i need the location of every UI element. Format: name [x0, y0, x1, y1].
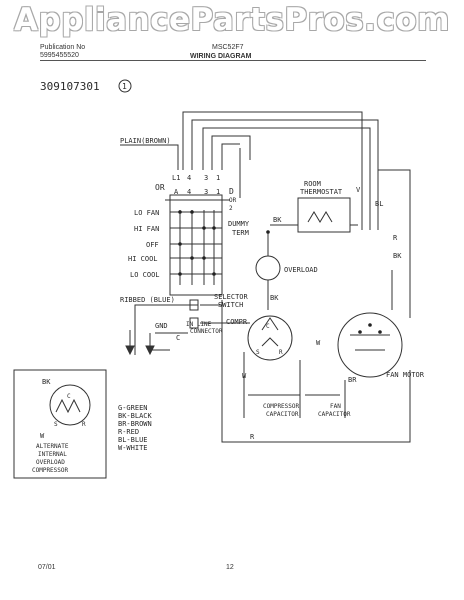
- label-l1: L1: [172, 174, 180, 182]
- alternate-line-1: ALTERNATE: [36, 443, 69, 450]
- legend-black: BK-BLACK: [118, 412, 153, 420]
- label-term: TERM: [232, 229, 249, 237]
- revision-circle: [118, 79, 132, 93]
- header-rule: [40, 60, 426, 61]
- label-terminal-d: D: [229, 187, 234, 196]
- label-connector: CONNECTOR: [190, 328, 223, 335]
- label-r-right: R: [393, 234, 398, 242]
- legend-brown: BR-BROWN: [118, 420, 152, 428]
- label-bl: BL: [375, 200, 383, 208]
- label-compressor-c: C: [266, 323, 270, 330]
- label-fan-capacitor-2: CAPACITOR: [318, 411, 351, 418]
- watermark: AppliancePartsPros.com: [14, 2, 450, 38]
- label-br: BR: [348, 376, 357, 384]
- label-compressor-capacitor-1: COMPRESSOR: [263, 403, 300, 410]
- label-compressor-r: R: [279, 349, 283, 356]
- alternate-line-4: COMPRESSOR: [32, 467, 69, 474]
- label-dummy: DUMMY: [228, 220, 250, 228]
- label-inline: IN LINE: [186, 321, 212, 328]
- compressor-circle: [247, 315, 293, 361]
- section-title: WIRING DIAGRAM: [190, 53, 252, 60]
- label-gnd: GND: [155, 322, 168, 330]
- footer-date: 07/01: [38, 564, 56, 571]
- label-compressor-s: S: [256, 349, 260, 356]
- label-lo-fan: LO FAN: [134, 209, 159, 217]
- label-terminal-1b: 1: [216, 188, 220, 196]
- model-number: MSC52F7: [212, 44, 244, 51]
- alternate-line-3: OVERLOAD: [36, 459, 65, 466]
- label-compr: COMPR: [226, 318, 248, 326]
- label-room: ROOM: [304, 180, 321, 188]
- room-thermostat-box: [297, 197, 351, 233]
- legend-green: G-GREEN: [118, 404, 148, 412]
- label-ribbed-blue: RIBBED (BLUE): [120, 296, 175, 304]
- alternate-w: W: [40, 432, 45, 440]
- legend-blue: BL-BLUE: [118, 436, 148, 444]
- label-hi-fan: HI FAN: [134, 225, 159, 233]
- label-w-fan: W: [316, 339, 321, 347]
- fan-motor-circle: [337, 312, 403, 378]
- label-fan-capacitor-1: FAN: [330, 403, 341, 410]
- alternate-compressor-circle: [49, 384, 91, 426]
- label-lo-cool: LO COOL: [130, 271, 160, 279]
- footer-page: 12: [226, 564, 234, 571]
- label-ground-c: C: [176, 334, 180, 342]
- legend-white: W-WHITE: [118, 444, 148, 452]
- label-or-right: OR: [229, 197, 237, 204]
- inline-connector-top: [189, 299, 199, 311]
- label-switch: SWITCH: [218, 301, 243, 309]
- label-r-bottom: R: [250, 433, 255, 441]
- publication-number: 5995455520: [40, 52, 79, 59]
- alternate-bk: BK: [42, 378, 51, 386]
- inline-connector-bottom: [189, 317, 199, 329]
- label-terminal-a: A: [174, 188, 179, 196]
- alternate-line-2: INTERNAL: [38, 451, 67, 458]
- label-overload: OVERLOAD: [284, 266, 318, 274]
- label-bk-overload: BK: [270, 294, 279, 302]
- label-off: OFF: [146, 241, 159, 249]
- label-compressor-capacitor-2: CAPACITOR: [266, 411, 299, 418]
- label-terminal-4b: 4: [187, 188, 191, 196]
- label-terminal-4a: 4: [187, 174, 191, 182]
- label-w-left: W: [242, 372, 247, 380]
- label-bk-thermostat: BK: [273, 216, 282, 224]
- label-hi-cool: HI COOL: [128, 255, 158, 263]
- label-terminal-3a: 3: [204, 174, 208, 182]
- label-or-left: OR: [155, 183, 165, 192]
- label-terminal-3b: 3: [204, 188, 208, 196]
- diagram-id: 309107301: [40, 80, 100, 93]
- label-bk-right: BK: [393, 252, 402, 260]
- alternate-c: C: [67, 393, 71, 400]
- label-fan-motor: FAN MOTOR: [386, 371, 425, 379]
- label-selector: SELECTOR: [214, 293, 249, 301]
- label-v: V: [356, 186, 361, 194]
- alternate-r: R: [82, 421, 86, 428]
- selector-switch-box: [169, 194, 223, 296]
- label-terminal-2: 2: [229, 205, 233, 212]
- alternate-s: S: [54, 421, 58, 428]
- legend-red: R-RED: [118, 428, 139, 436]
- diagram-revision: 1: [122, 82, 127, 91]
- label-thermostat: THERMOSTAT: [300, 188, 343, 196]
- alternate-compressor-box: [13, 369, 107, 479]
- label-plain-brown: PLAIN(BROWN): [120, 137, 171, 145]
- overload-circle: [255, 255, 281, 281]
- publication-label: Publication No: [40, 44, 86, 51]
- label-terminal-1a: 1: [216, 174, 220, 182]
